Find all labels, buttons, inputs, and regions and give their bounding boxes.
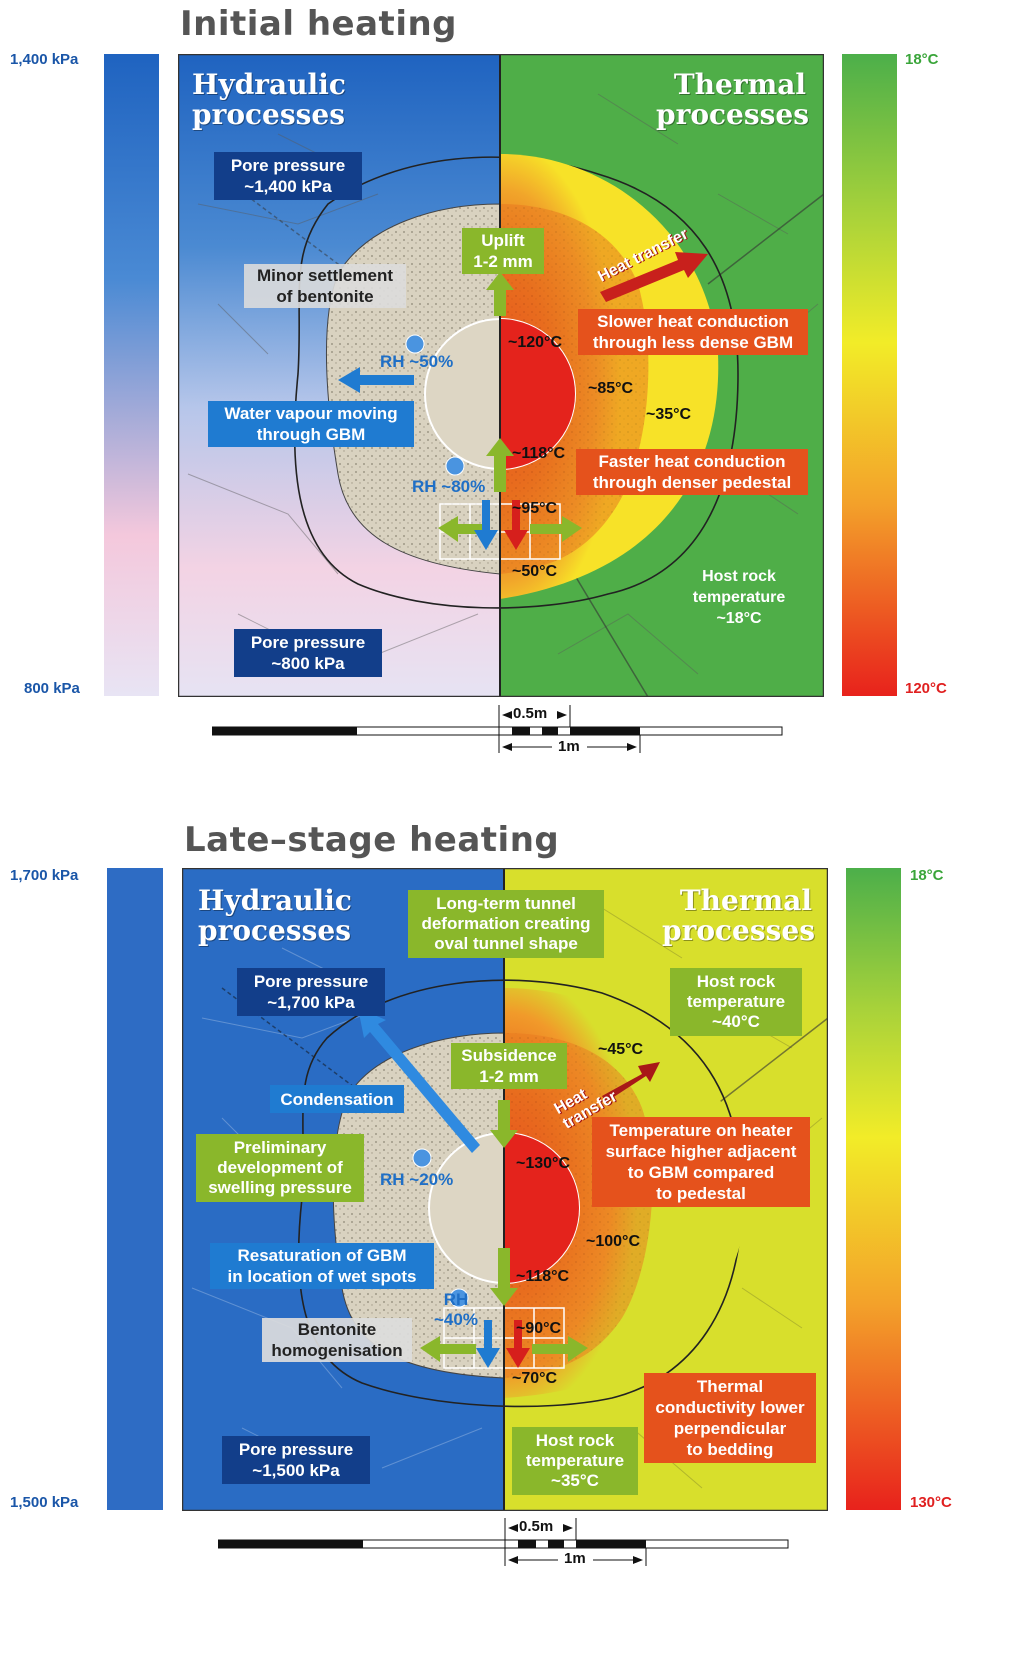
temp-90-label: ~90°C <box>516 1320 562 1337</box>
pore-pressure-bottom-box-2: Pore pressure~1,500 kPa <box>222 1436 370 1484</box>
rh-20-label: RH ~20% <box>380 1170 454 1189</box>
temp-100-label: ~100°C <box>586 1233 640 1250</box>
uplift-arrow-lower <box>486 438 514 492</box>
scale-bar-1 <box>212 705 783 753</box>
temp-118-label-2: ~118°C <box>516 1268 570 1285</box>
temp-70-label: ~70°C <box>512 1370 558 1387</box>
temperature-scale-bottom-label: 120°C <box>905 680 947 697</box>
pressure-scale-top-label-2: 1,700 kPa <box>10 867 79 884</box>
pressure-scale-bar-2 <box>107 868 163 1510</box>
panel-title-late: Late–stage heating <box>184 820 560 860</box>
pressure-scale-bar <box>104 54 159 696</box>
pressure-scale-bottom-label-2: 1,500 kPa <box>10 1494 79 1511</box>
rh-40-label: RH~40% <box>434 1290 478 1329</box>
temp-130-label: ~130°C <box>516 1155 570 1172</box>
pore-pressure-top-box-2: Pore pressure~1,700 kPa <box>237 968 385 1016</box>
temp-95-label: ~95°C <box>512 500 558 517</box>
temp-85-label: ~85°C <box>588 380 634 397</box>
scale-one-meter-1: 1m <box>558 738 580 755</box>
temperature-scale-bar <box>842 54 897 696</box>
temp-45-label: ~45°C <box>598 1041 644 1058</box>
uplift-arrow <box>486 272 514 316</box>
condensation-box: Condensation <box>270 1085 404 1113</box>
scale-half-meter-2: 0.5m <box>519 1518 554 1535</box>
pressure-scale-top-label: 1,400 kPa <box>10 51 79 68</box>
scale-half-meter-1: 0.5m <box>513 705 548 722</box>
rh-50-label: RH ~50% <box>380 352 454 371</box>
temperature-scale-bottom-label-2: 130°C <box>910 1494 952 1511</box>
scale-one-meter-2: 1m <box>564 1550 586 1567</box>
scale-bar-2 <box>218 1518 789 1566</box>
pore-pressure-top-box-1: Pore pressure~1,400 kPa <box>214 152 362 200</box>
temp-50-label: ~50°C <box>512 563 558 580</box>
panel-title-initial: Initial heating <box>180 4 458 44</box>
temperature-scale-top-label: 18°C <box>905 51 939 68</box>
pressure-scale-bottom-label: 800 kPa <box>24 680 80 697</box>
temp-120-label: ~120°C <box>508 334 562 351</box>
temp-35-label: ~35°C <box>646 406 692 423</box>
temperature-scale-bar-2 <box>846 868 901 1510</box>
rh-80-label: RH ~80% <box>412 477 486 496</box>
temperature-scale-top-label-2: 18°C <box>910 867 944 884</box>
temp-118-label: ~118°C <box>512 445 566 462</box>
pore-pressure-bottom-box-1: Pore pressure~800 kPa <box>234 629 382 677</box>
